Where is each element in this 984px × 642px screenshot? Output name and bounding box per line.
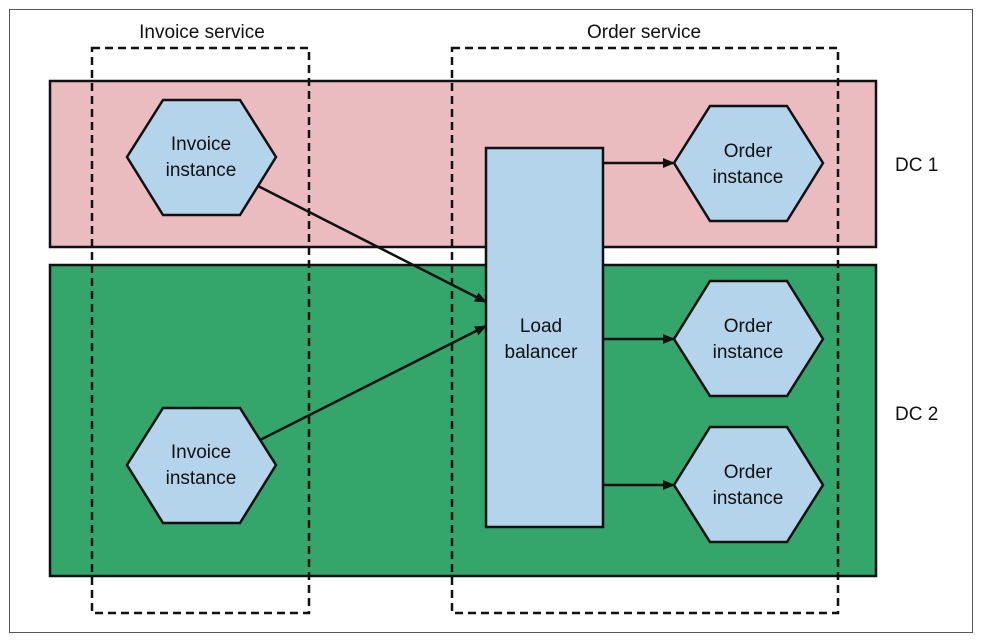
invoice-instance-dc2-label-line2: instance [166,468,237,489]
invoice-instance-dc2: Invoice instance [125,406,278,525]
order-instance-2-label-line1: Order [724,316,773,337]
load-balancer: Load balancer [484,146,605,529]
invoice-instance-dc2-hexagon [125,406,278,525]
dc1-label: DC 1 [895,155,938,176]
order-instance-3-hexagon [672,425,825,544]
order-instance-1: Order instance [672,104,825,223]
load-balancer-label-line2: balancer [505,342,579,363]
order-instance-3: Order instance [672,425,825,544]
invoice-instance-dc1-hexagon [125,98,278,217]
order-instance-1-hexagon [672,104,825,223]
invoice-instance-dc2-label-line1: Invoice [171,442,231,463]
order-instance-1-label-line1: Order [724,141,773,162]
dc2-label: DC 2 [895,404,938,425]
invoice-service-boundary [90,46,311,615]
order-instance-2-label-line2: instance [713,342,784,363]
order-instance-2-hexagon [672,279,825,398]
order-instance-1-label-line2: instance [713,167,784,188]
invoice-service-label: Invoice service [139,22,265,43]
order-instance-2: Order instance [672,279,825,398]
order-instance-3-label-line2: instance [713,488,784,509]
order-service-label: Order service [587,22,701,43]
invoice-instance-dc1-label-line2: instance [166,160,237,181]
arrow-invoice-dc2-to-lb [257,324,487,443]
arrow-invoice-dc1-to-lb [257,184,487,304]
order-service-boundary [450,46,840,615]
load-balancer-label-line1: Load [520,316,562,337]
load-balancer-box [484,146,605,529]
invoice-instance-dc1: Invoice instance [125,98,278,217]
invoice-instance-dc1-label-line1: Invoice [171,134,231,155]
order-instance-3-label-line1: Order [724,462,773,483]
